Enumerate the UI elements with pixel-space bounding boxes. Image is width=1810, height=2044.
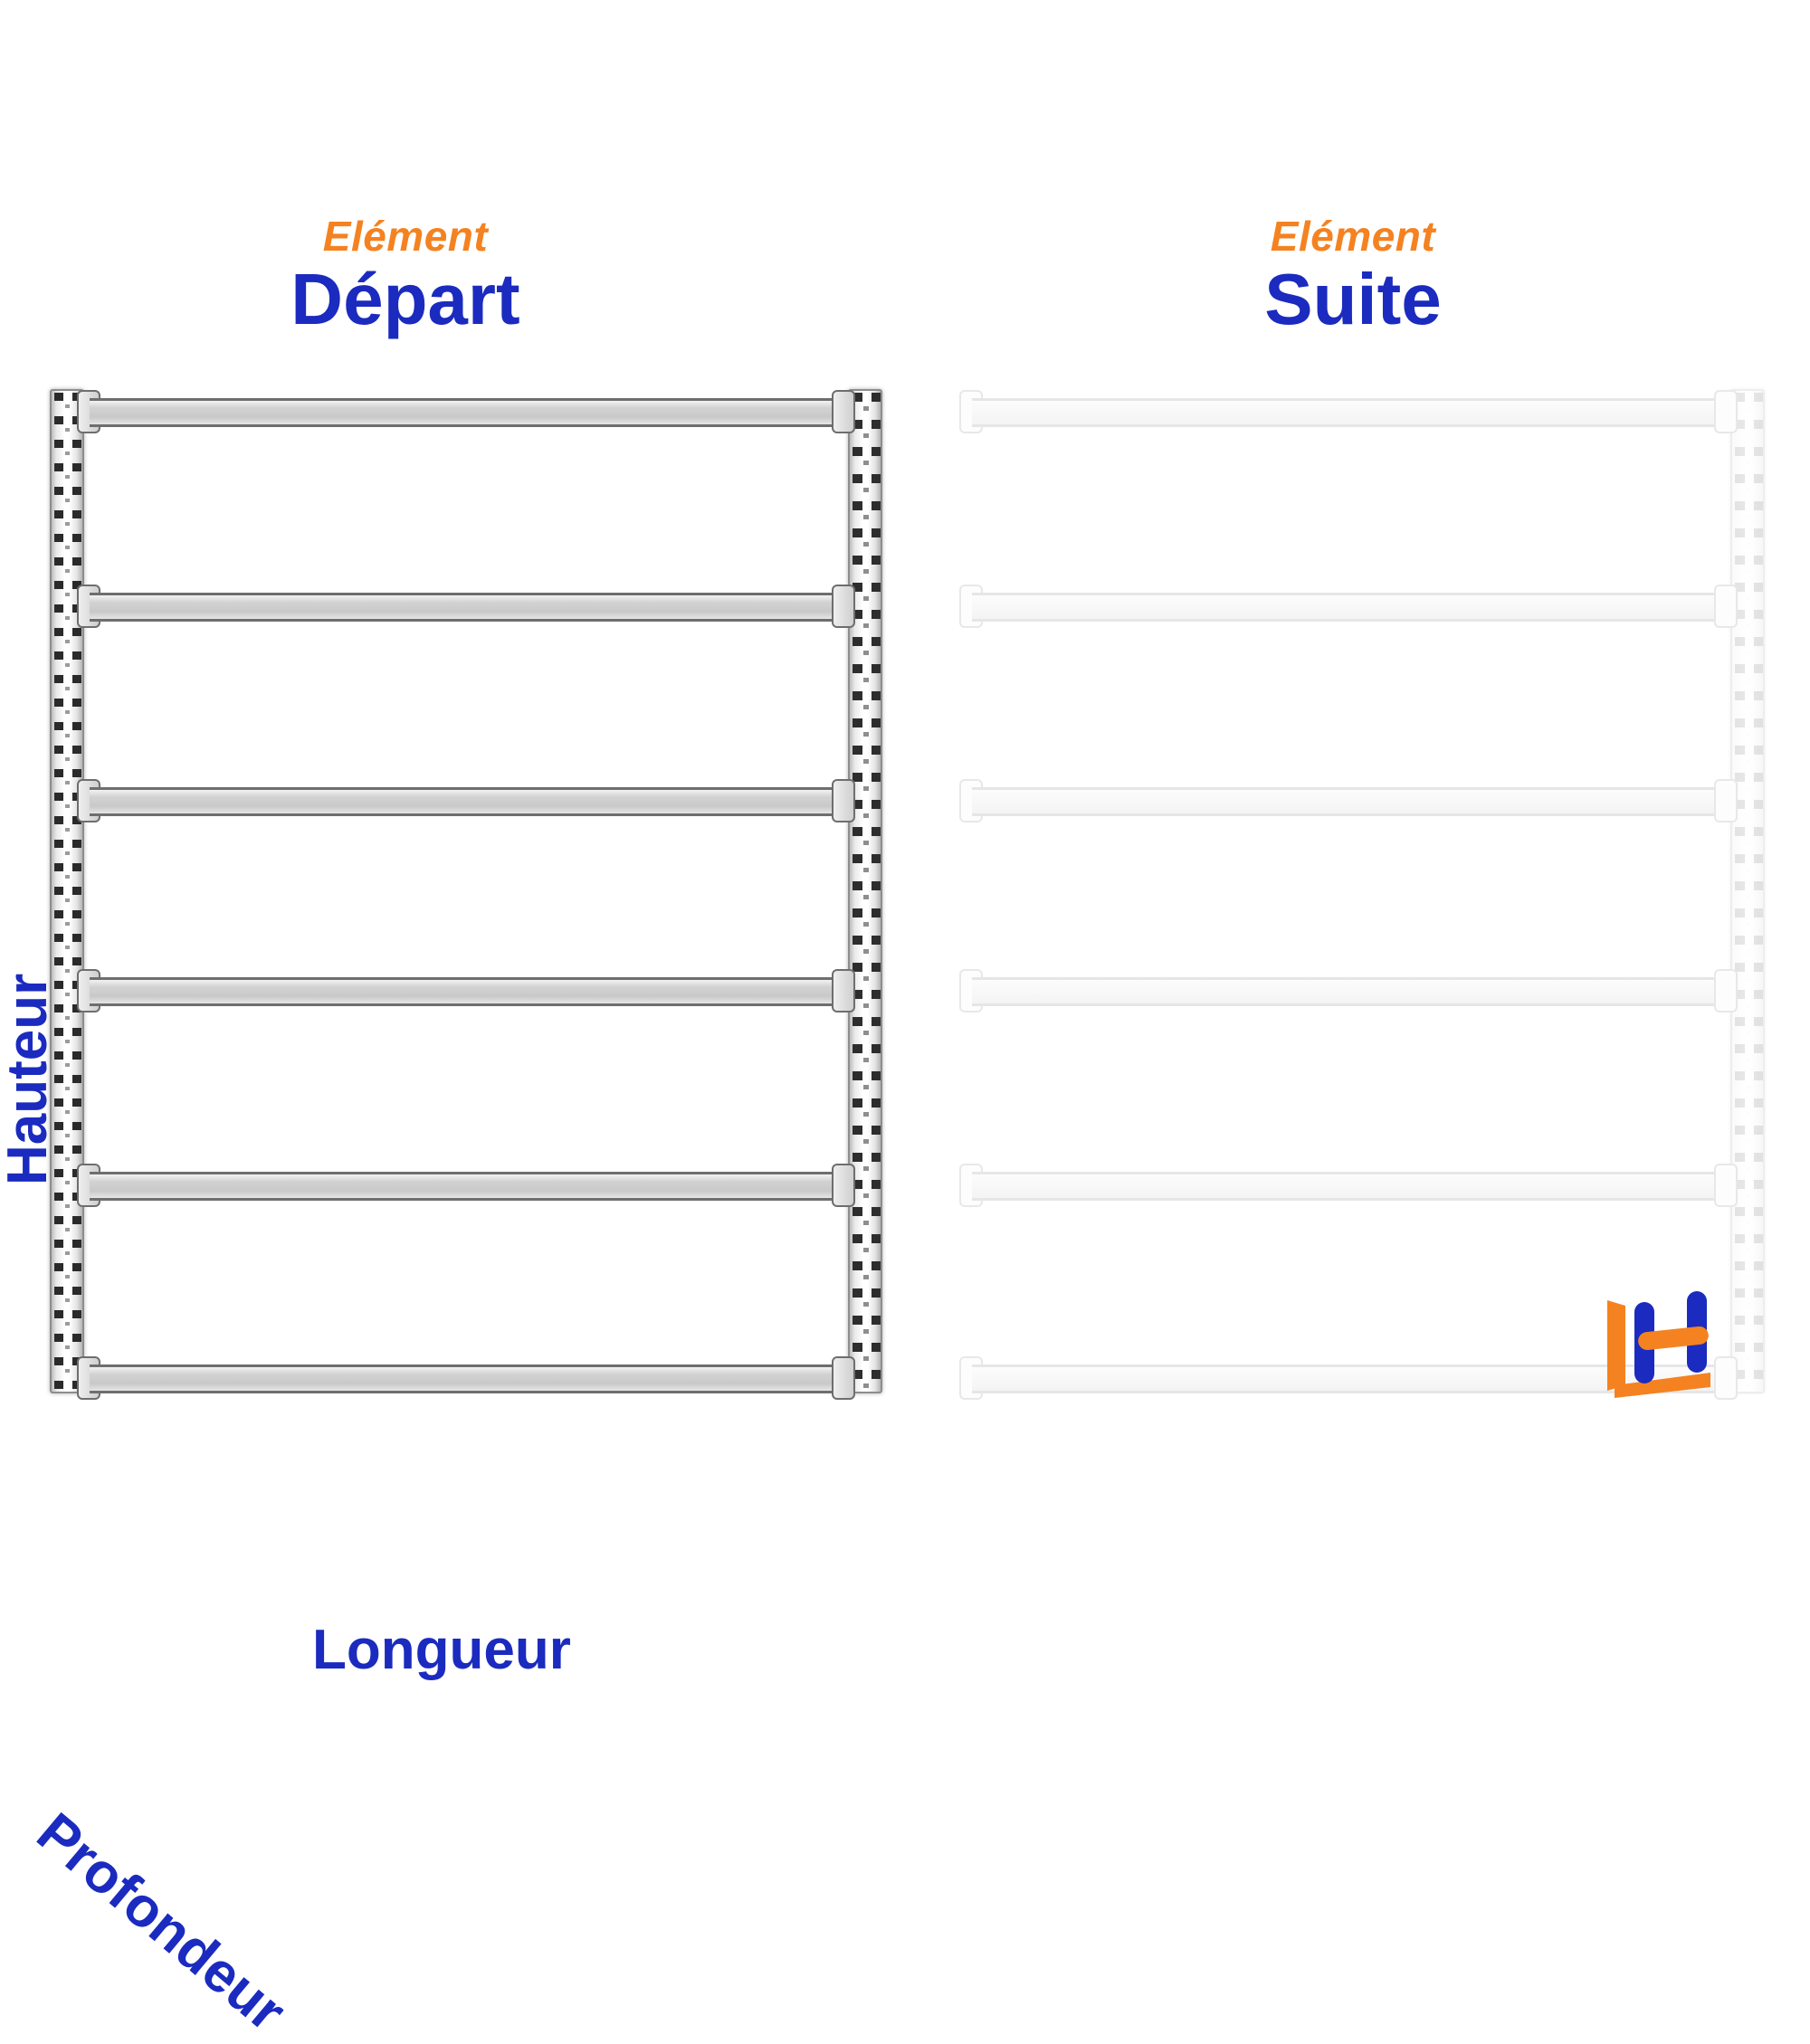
beam-connector-right: [832, 1164, 855, 1207]
shelf-beam: [959, 969, 1738, 1012]
beam-connector-right: [832, 585, 855, 628]
beam-bar: [90, 787, 843, 816]
rack-depart: Hauteur Longueur Profondeur: [0, 389, 882, 2043]
upright-post-right: [1730, 389, 1765, 1393]
post-shell: [848, 389, 882, 1393]
dimension-label-depth: Profondeur: [25, 1801, 298, 2044]
beam-bar: [972, 977, 1725, 1006]
dimension-label-height: Hauteur: [0, 973, 59, 1185]
beam-bar: [90, 1172, 843, 1201]
lh-logo-icon: [1607, 1291, 1710, 1398]
beam-bar: [972, 1364, 1725, 1393]
perforation-pattern-icon: [52, 393, 82, 1390]
beam-bar: [972, 787, 1725, 816]
beam-connector-left: [959, 969, 983, 1012]
upright-post-right: [848, 389, 882, 1393]
beam-connector-right: [832, 390, 855, 433]
shelf-beam: [77, 390, 855, 433]
dimension-label-length: Longueur: [312, 1619, 571, 1681]
heading-depart: Elément Départ: [125, 215, 686, 337]
shelf-beam: [77, 779, 855, 822]
heading-depart-kicker: Elément: [322, 213, 489, 260]
shelf-beam: [959, 1356, 1738, 1400]
beam-bar: [972, 398, 1725, 427]
beam-connector-right: [1714, 969, 1738, 1012]
beam-connector-right: [1714, 390, 1738, 433]
beam-connector-right: [1714, 779, 1738, 822]
perforation-pattern-icon: [850, 393, 881, 1390]
shelf-beam: [959, 779, 1738, 822]
shelf-beam: [959, 585, 1738, 628]
post-shell: [50, 389, 84, 1393]
heading-suite-title: Suite: [1264, 259, 1442, 339]
beam-connector-right: [832, 969, 855, 1012]
post-shell: [1730, 389, 1765, 1393]
beam-bar: [90, 593, 843, 622]
shelf-beam: [959, 390, 1738, 433]
beam-bar: [90, 977, 843, 1006]
shelf-beam: [959, 1164, 1738, 1207]
beam-connector-right: [1714, 1356, 1738, 1400]
beam-bar: [972, 593, 1725, 622]
shelf-beam: [77, 585, 855, 628]
perforation-pattern-icon: [1732, 393, 1763, 1390]
heading-suite-kicker: Elément: [1270, 213, 1436, 260]
diagram-canvas: Elément Départ Elément Suite: [0, 215, 1765, 2043]
heading-suite: Elément Suite: [1072, 215, 1634, 337]
beam-connector-right: [832, 1356, 855, 1400]
heading-depart-title: Départ: [291, 259, 520, 339]
shelf-beam: [77, 969, 855, 1012]
beam-bar: [972, 1172, 1725, 1201]
beam-connector-right: [1714, 1164, 1738, 1207]
beam-connector-right: [832, 779, 855, 822]
beam-bar: [90, 398, 843, 427]
shelf-beam: [77, 1164, 855, 1207]
shelf-beam: [77, 1356, 855, 1400]
upright-post-left: [50, 389, 84, 1393]
beam-connector-right: [1714, 585, 1738, 628]
beam-bar: [90, 1364, 843, 1393]
rack-suite: [932, 389, 1765, 1400]
